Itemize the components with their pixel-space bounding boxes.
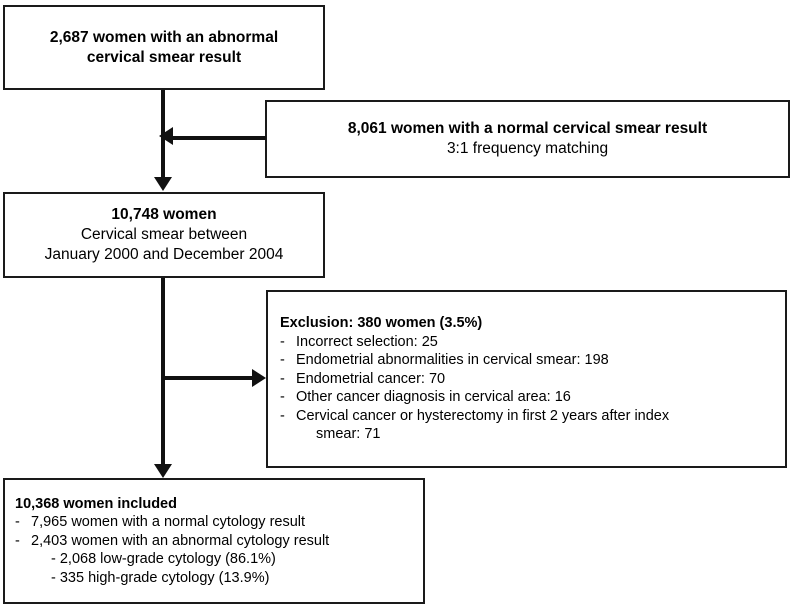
total-cohort-line1-text: women: [163, 206, 217, 224]
exclusion-item: - Endometrial cancer: 70: [280, 370, 775, 389]
included-sub-item: - 335 high-grade cytology (13.9%): [15, 569, 269, 588]
exclusion-item-label: Cervical cancer or hysterectomy in first…: [296, 407, 670, 424]
total-cohort-line1: 10,748 women: [111, 205, 216, 225]
included-sub-item-label: - 2,068 low-grade cytology (86.1%): [51, 551, 276, 568]
bullet-dash-icon: -: [15, 514, 20, 531]
included-heading-text: women included: [63, 495, 177, 512]
connector-total-to-included-arrowhead: [154, 464, 172, 478]
included-heading: 10,368 women included: [15, 495, 177, 514]
exclusion-item-wrap-label: smear: 71: [316, 426, 381, 443]
abnormal-smear-line1: 2,687 women with an abnormal: [50, 28, 278, 48]
normal-smear-line1: 8,061 women with a normal cervical smear…: [348, 119, 707, 139]
bullet-dash-icon: -: [280, 407, 285, 424]
exclusion-item: - Incorrect selection: 25: [280, 333, 775, 352]
exclusion-item: - Endometrial abnormalities in cervical …: [280, 351, 775, 370]
box-normal-smear: 8,061 women with a normal cervical smear…: [265, 100, 790, 178]
connector-normal-into-trunk-arrowhead: [159, 127, 173, 145]
exclusion-item: - Cervical cancer or hysterectomy in fir…: [280, 407, 775, 426]
bullet-dash-icon: -: [280, 352, 285, 369]
box-total-cohort: 10,748 women Cervical smear between Janu…: [3, 192, 325, 278]
total-cohort-count: 10,748: [111, 206, 159, 224]
bullet-dash-icon: -: [280, 333, 285, 350]
box-exclusion: Exclusion: 380 women (3.5%) - Incorrect …: [266, 290, 787, 468]
normal-smear-count: 8,061: [347, 120, 387, 138]
connector-total-to-exclusion-arrowhead: [252, 369, 266, 387]
total-cohort-line2: Cervical smear between: [80, 226, 248, 244]
box-abnormal-smear: 2,687 women with an abnormal cervical sm…: [3, 5, 325, 90]
included-count: 10,368: [15, 495, 60, 512]
connector-normal-into-trunk-line: [172, 136, 266, 140]
exclusion-item-label: Endometrial abnormalities in cervical sm…: [296, 352, 609, 369]
box-included: 10,368 women included - 7,965 women with…: [3, 478, 425, 604]
included-sub-item-label: - 335 high-grade cytology (13.9%): [51, 569, 270, 586]
normal-smear-line1-text: women with a normal cervical smear resul…: [390, 120, 708, 138]
included-sub-item: - 2,068 low-grade cytology (86.1%): [15, 550, 276, 569]
normal-smear-line2: 3:1 frequency matching: [446, 140, 609, 157]
exclusion-item: - Other cancer diagnosis in cervical are…: [280, 388, 775, 407]
bullet-dash-icon: -: [280, 389, 285, 406]
abnormal-smear-count: 2,687: [49, 28, 89, 46]
exclusion-item-label: Endometrial cancer: 70: [296, 370, 446, 387]
connector-total-to-included-line: [161, 278, 165, 465]
included-item: - 7,965 women with a normal cytology res…: [15, 513, 415, 532]
bullet-dash-icon: -: [280, 370, 285, 387]
abnormal-smear-line1-text: women with an abnormal: [92, 28, 279, 46]
bullet-dash-icon: -: [15, 532, 20, 549]
exclusion-heading: Exclusion: 380 women (3.5%): [280, 315, 483, 332]
included-item: - 2,403 women with an abnormal cytology …: [15, 532, 415, 551]
included-item-label: 7,965 women with a normal cytology resul…: [31, 514, 306, 531]
total-cohort-line3: January 2000 and December 2004: [44, 245, 284, 263]
abnormal-smear-line2: cervical smear result: [86, 48, 242, 66]
connector-abnormal-to-total-arrowhead: [154, 177, 172, 191]
exclusion-item-wrap: smear: 71: [280, 425, 380, 444]
exclusion-item-label: Other cancer diagnosis in cervical area:…: [296, 389, 571, 406]
included-item-label: 2,403 women with an abnormal cytology re…: [31, 532, 330, 549]
exclusion-item-label: Incorrect selection: 25: [296, 333, 438, 350]
connector-total-to-exclusion-line: [161, 376, 253, 380]
